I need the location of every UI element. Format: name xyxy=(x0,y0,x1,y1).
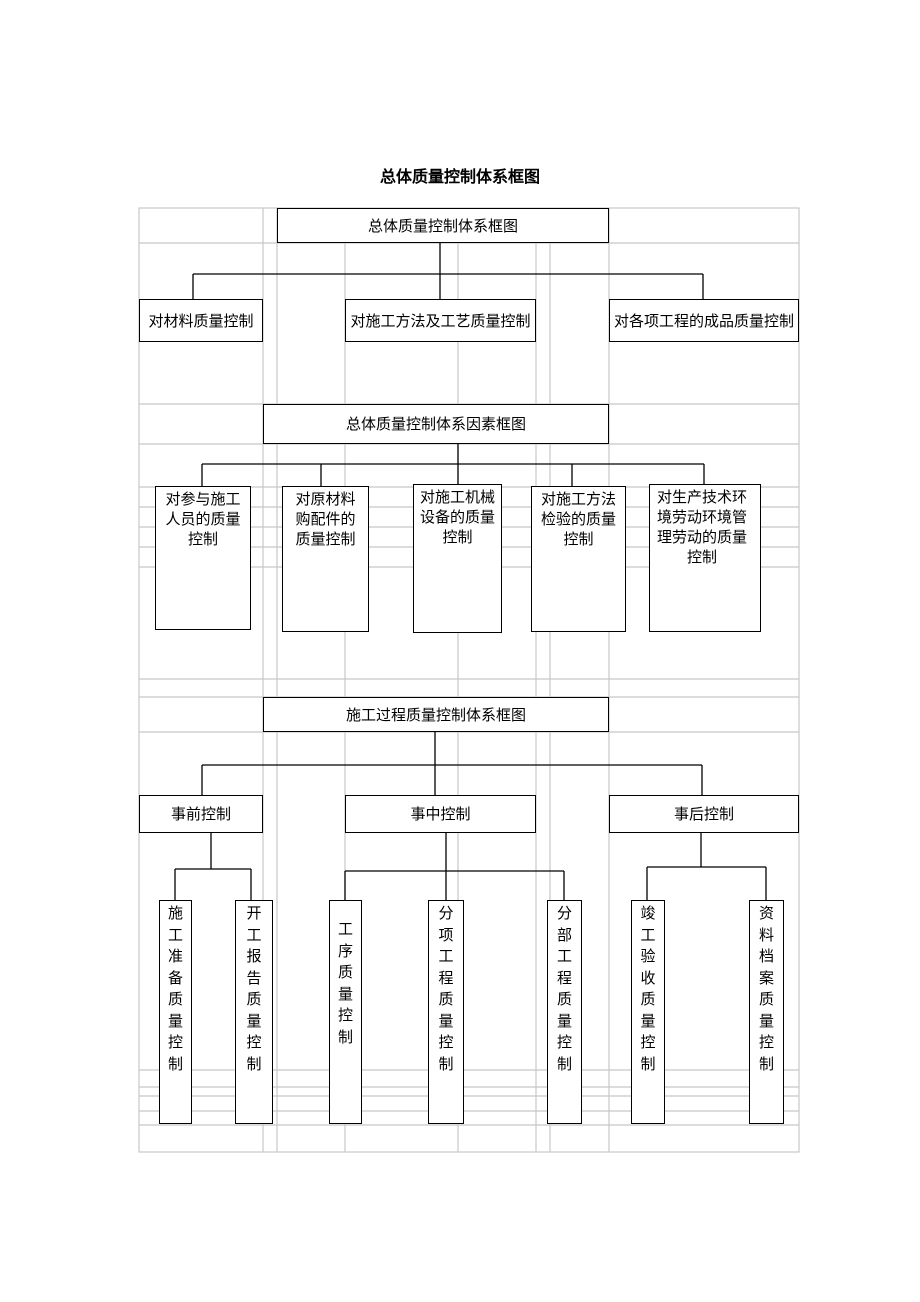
prep-quality-box: 施工准备质量控制 xyxy=(159,900,192,1124)
phase-before-box: 事前控制 xyxy=(139,795,263,833)
section1-title: 总体质量控制体系框图 xyxy=(367,216,518,235)
phase-after-box: 事后控制 xyxy=(609,795,799,833)
section2-title-box: 总体质量控制体系因素框图 xyxy=(263,404,609,444)
section3-title-box: 施工过程质量控制体系框图 xyxy=(263,697,609,732)
materials-parts-quality-label: 对原材料购配件的质量控制 xyxy=(295,490,356,548)
personnel-quality-box: 对参与施工人员的质量控制 xyxy=(155,486,251,630)
section3-title: 施工过程质量控制体系框图 xyxy=(345,705,526,724)
method-quality-box: 对施工方法及工艺质量控制 xyxy=(345,299,536,342)
product-quality-box: 对各项工程的成品质量控制 xyxy=(609,299,799,342)
environment-quality-box: 对生产技术环境劳动环境管理劳动的质量控制 xyxy=(649,484,761,632)
phase-during-label: 事中控制 xyxy=(410,805,471,823)
sub-item-quality-box: 分项工程质量控制 xyxy=(428,900,464,1124)
phase-after-label: 事后控制 xyxy=(673,805,734,823)
start-report-quality-box: 开工报告质量控制 xyxy=(235,900,273,1124)
completion-quality-box: 竣工验收质量控制 xyxy=(631,900,665,1124)
prep-quality-label: 施工准备质量控制 xyxy=(168,904,184,1073)
section1-title-box: 总体质量控制体系框图 xyxy=(277,208,609,243)
archive-quality-label: 资料档案质量控制 xyxy=(759,904,775,1073)
section2-title: 总体质量控制体系因素框图 xyxy=(345,415,526,433)
method-quality-label: 对施工方法及工艺质量控制 xyxy=(350,311,531,330)
sub-part-quality-label: 分部工程质量控制 xyxy=(557,904,573,1073)
environment-quality-label: 对生产技术环境劳动环境管理劳动的质量控制 xyxy=(656,488,747,566)
machinery-quality-label: 对施工机械设备的质量控制 xyxy=(420,488,496,546)
materials-parts-quality-box: 对原材料购配件的质量控制 xyxy=(282,486,369,632)
process-quality-box: 工序质量控制 xyxy=(329,900,362,1124)
material-quality-label: 对材料质量控制 xyxy=(148,311,254,330)
phase-during-box: 事中控制 xyxy=(345,795,536,833)
product-quality-label: 对各项工程的成品质量控制 xyxy=(613,311,794,330)
process-quality-label: 工序质量控制 xyxy=(338,920,354,1046)
page-title: 总体质量控制体系框图 xyxy=(379,167,540,186)
inspection-quality-label: 对施工方法检验的质量控制 xyxy=(540,490,616,548)
sub-part-quality-box: 分部工程质量控制 xyxy=(547,900,582,1124)
machinery-quality-box: 对施工机械设备的质量控制 xyxy=(413,484,502,633)
phase-before-label: 事前控制 xyxy=(170,805,231,823)
inspection-quality-box: 对施工方法检验的质量控制 xyxy=(531,486,626,632)
completion-quality-label: 竣工验收质量控制 xyxy=(640,904,656,1073)
connector-lines xyxy=(174,243,767,900)
material-quality-box: 对材料质量控制 xyxy=(139,299,263,342)
personnel-quality-label: 对参与施工人员的质量控制 xyxy=(165,490,241,548)
archive-quality-box: 资料档案质量控制 xyxy=(749,900,784,1124)
sub-item-quality-label: 分项工程质量控制 xyxy=(438,904,454,1073)
start-report-quality-label: 开工报告质量控制 xyxy=(246,904,262,1073)
